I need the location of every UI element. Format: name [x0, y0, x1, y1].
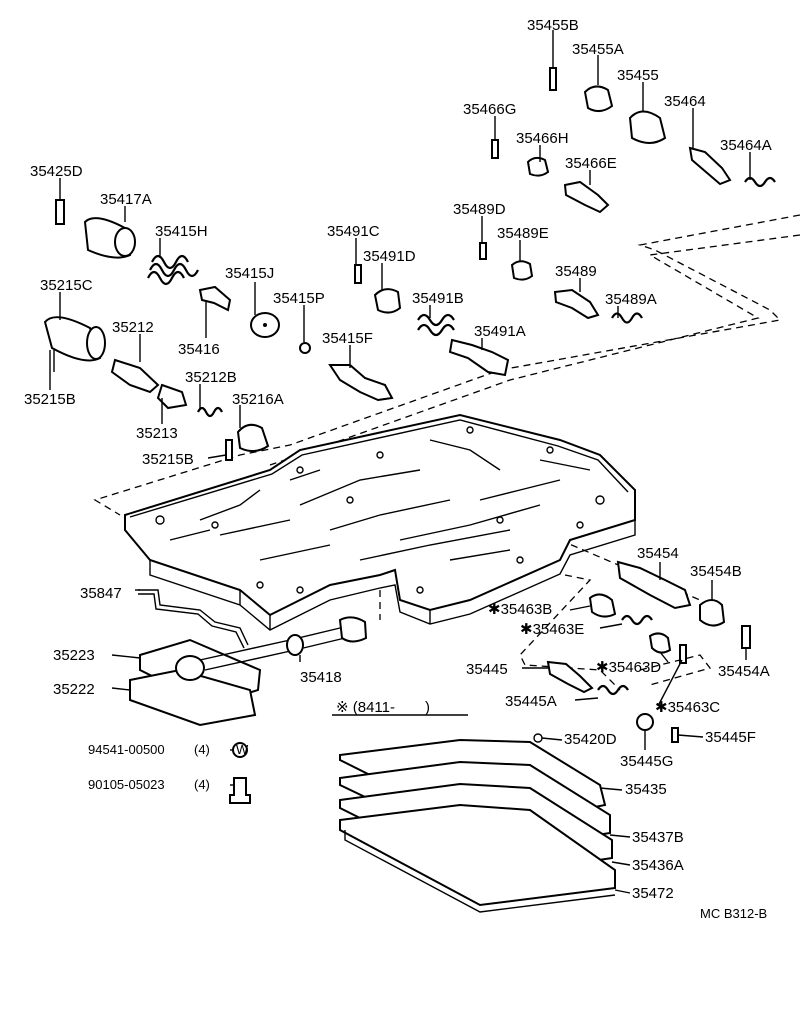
- left-parts: [43, 199, 510, 461]
- part-label: 35472: [632, 885, 674, 902]
- part-label: 35223: [53, 647, 95, 664]
- hardware-qty: (4): [194, 742, 210, 757]
- part-label: 35454: [637, 545, 679, 562]
- part-label: 35466G: [463, 101, 516, 118]
- part-label: 35445F: [705, 729, 756, 746]
- diagram-code: MC B312-B: [700, 906, 767, 921]
- gasket-stack: [339, 738, 616, 913]
- part-label: 35491C: [327, 223, 380, 240]
- part-label: 35436A: [632, 857, 684, 874]
- part-label: 35415J: [225, 265, 274, 282]
- part-label: 35455A: [572, 41, 624, 58]
- part-label: 35491A: [474, 323, 526, 340]
- part-label: 35416: [178, 341, 220, 358]
- part-label: 35215B: [24, 391, 76, 408]
- part-label: 35420D: [564, 731, 617, 748]
- part-label: 35415F: [322, 330, 373, 347]
- part-label: 35212: [112, 319, 154, 336]
- part-label: ✱35463B: [488, 601, 552, 618]
- upper-right-parts: [479, 67, 776, 324]
- part-label: 35216A: [232, 391, 284, 408]
- part-label: 35435: [625, 781, 667, 798]
- serial-note: ※ (8411- ): [336, 699, 430, 716]
- part-label: 35445A: [505, 693, 557, 710]
- part-label: 35454B: [690, 563, 742, 580]
- leader-lines: [49, 30, 751, 894]
- part-label: 35454A: [718, 663, 770, 680]
- part-label: 35464A: [720, 137, 772, 154]
- part-label: 35466E: [565, 155, 617, 172]
- valve-body: [124, 413, 636, 631]
- linkage: W: [129, 589, 368, 804]
- part-label: ✱35463E: [520, 621, 584, 638]
- part-labels: 35455B 35455A 35455 35464 35464A 35466G …: [24, 17, 772, 921]
- part-label: 35212B: [185, 369, 237, 386]
- part-label: 35491D: [363, 248, 416, 265]
- part-label: 35415P: [273, 290, 325, 307]
- part-label: 35437B: [632, 829, 684, 846]
- part-label: 35464: [664, 93, 706, 110]
- right-middle-parts: [533, 560, 751, 743]
- part-label: 35455: [617, 67, 659, 84]
- part-label: 35415H: [155, 223, 208, 240]
- part-label: 35489: [555, 263, 597, 280]
- hardware-part: 90105-05023: [88, 777, 165, 792]
- hardware-qty: (4): [194, 777, 210, 792]
- part-label: 35455B: [527, 17, 579, 34]
- part-label: ✱35463C: [655, 699, 720, 716]
- part-label: 35445G: [620, 753, 673, 770]
- part-label: 35489D: [453, 201, 506, 218]
- part-label: 35418: [300, 669, 342, 686]
- part-label: 35445: [466, 661, 508, 678]
- part-label: 35215B: [142, 451, 194, 468]
- part-label: 35425D: [30, 163, 83, 180]
- part-label: ✱35463D: [596, 659, 661, 676]
- part-label: 35466H: [516, 130, 569, 147]
- svg-text:W: W: [236, 742, 249, 757]
- hardware-part: 94541-00500: [88, 742, 165, 757]
- part-label: 35491B: [412, 290, 464, 307]
- part-label: 35847: [80, 585, 122, 602]
- part-label: 35489A: [605, 291, 657, 308]
- part-label: 35215C: [40, 277, 93, 294]
- part-label: 35489E: [497, 225, 549, 242]
- part-label: 35417A: [100, 191, 152, 208]
- part-label: 35222: [53, 681, 95, 698]
- part-label: 35213: [136, 425, 178, 442]
